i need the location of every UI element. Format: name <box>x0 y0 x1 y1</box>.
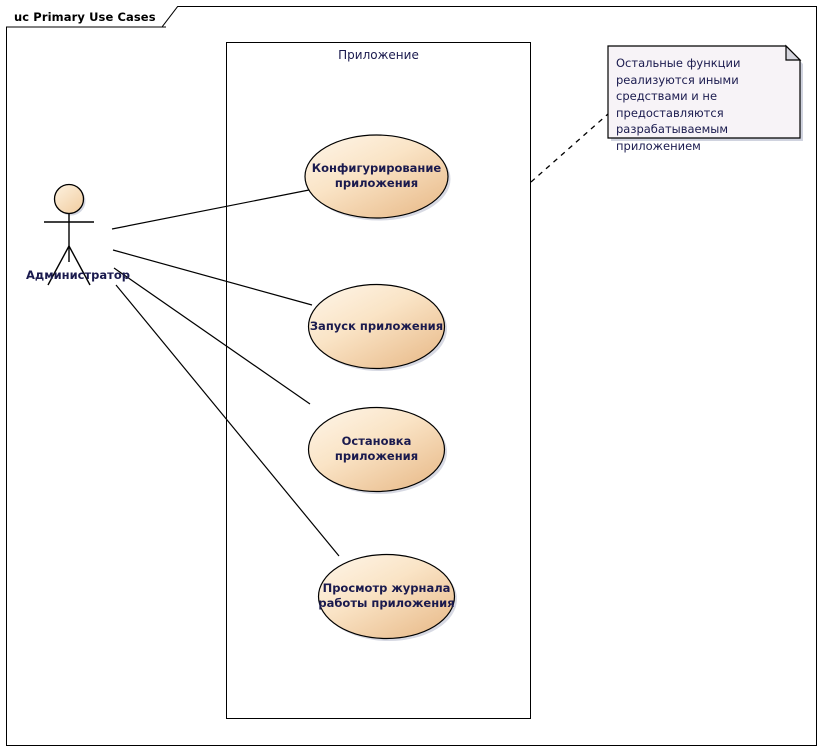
diagram-title: uc Primary Use Cases <box>14 9 156 24</box>
diagram-frame-tab-body: uc Primary Use Cases <box>6 6 162 27</box>
actor-administrator-label: Администратор <box>26 268 130 282</box>
frame-tab-underline <box>6 26 166 28</box>
system-boundary-label: Приложение <box>338 48 419 62</box>
system-boundary-box <box>226 42 531 719</box>
frame-tab-slant-icon <box>161 6 178 27</box>
diagram-frame-tab: uc Primary Use Cases <box>6 6 178 27</box>
diagram-frame <box>6 6 817 746</box>
note-text: Остальные функции реализуются иными сред… <box>616 56 741 153</box>
